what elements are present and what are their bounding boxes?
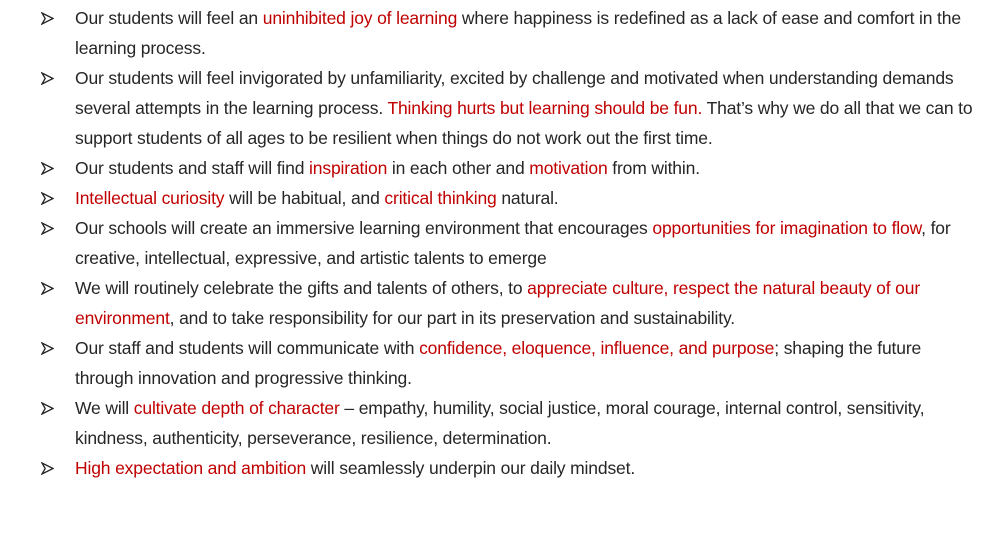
body-text: Our students will feel invigorated by un… — [75, 68, 954, 118]
list-item: Our schools will create an immersive lea… — [0, 213, 977, 273]
highlighted-phrase: inspiration — [309, 158, 388, 178]
body-text: , and to take responsibility for our par… — [169, 308, 735, 328]
highlighted-phrase: High expectation and ambition — [75, 458, 307, 478]
arrow-bullet-icon — [38, 213, 56, 243]
body-text: from within. — [607, 158, 700, 178]
list-item: We will routinely celebrate the gifts an… — [0, 273, 977, 333]
highlighted-phrase: cultivate depth of character — [133, 398, 340, 418]
highlighted-phrase: opportunities for imagination to flow — [652, 218, 922, 238]
list-item: We will cultivate depth of character – e… — [0, 393, 977, 453]
body-text: where happiness is redefined as a lack o… — [75, 8, 961, 58]
body-text: will be habitual, and — [224, 188, 385, 208]
list-item-text: Our students will feel invigorated by un… — [75, 68, 973, 148]
list-item-text: Our students will feel an uninhibited jo… — [75, 8, 961, 58]
highlighted-phrase: appreciate culture, respect the natural … — [75, 278, 920, 328]
arrow-bullet-icon — [38, 333, 56, 363]
list-item-text: Our staff and students will communicate … — [75, 338, 921, 388]
list-item: Our staff and students will communicate … — [0, 333, 977, 393]
body-text: natural. — [496, 188, 559, 208]
body-text: Our students will feel an — [75, 8, 263, 28]
body-text: will seamlessly underpin our daily minds… — [306, 458, 636, 478]
body-text: ; shaping the future through innovation … — [75, 338, 922, 388]
arrow-bullet-icon — [38, 273, 56, 303]
highlighted-phrase: motivation — [529, 158, 608, 178]
highlighted-phrase: uninhibited joy of learning — [262, 8, 458, 28]
list-item-text: Intellectual curiosity will be habitual,… — [75, 188, 559, 208]
list-item-text: Our students and staff will find inspira… — [75, 158, 700, 178]
arrow-bullet-icon — [38, 3, 56, 33]
arrow-bullet-icon — [38, 393, 56, 423]
body-text: We will — [75, 398, 134, 418]
highlighted-phrase: confidence, eloquence, influence, and pu… — [419, 338, 775, 358]
highlighted-phrase: critical thinking — [384, 188, 497, 208]
body-text: We will routinely celebrate the gifts an… — [75, 278, 528, 298]
list-item-text: We will cultivate depth of character – e… — [75, 398, 925, 448]
body-text: , for creative, intellectual, expressive… — [75, 218, 951, 268]
bullet-list: Our students will feel an uninhibited jo… — [0, 3, 977, 483]
body-text: That’s why we do all that we can to supp… — [75, 98, 973, 148]
highlighted-phrase: Thinking hurts but learning should be fu… — [387, 98, 703, 118]
body-text: Our schools will create an immersive lea… — [75, 218, 653, 238]
body-text: Our students and staff will find — [75, 158, 310, 178]
list-item-text: We will routinely celebrate the gifts an… — [75, 278, 920, 328]
arrow-bullet-icon — [38, 183, 56, 213]
list-item-text: Our schools will create an immersive lea… — [75, 218, 951, 268]
body-text: – empathy, humility, social justice, mor… — [75, 398, 925, 448]
arrow-bullet-icon — [38, 153, 56, 183]
body-text: Our staff and students will communicate … — [75, 338, 420, 358]
arrow-bullet-icon — [38, 453, 56, 483]
list-item: Our students and staff will find inspira… — [0, 153, 977, 183]
body-text: in each other and — [387, 158, 530, 178]
highlighted-phrase: Intellectual curiosity — [75, 188, 225, 208]
list-item: Our students will feel invigorated by un… — [0, 63, 977, 153]
list-item: Our students will feel an uninhibited jo… — [0, 3, 977, 63]
list-item: Intellectual curiosity will be habitual,… — [0, 183, 977, 213]
list-item: High expectation and ambition will seaml… — [0, 453, 977, 483]
arrow-bullet-icon — [38, 63, 56, 93]
list-item-text: High expectation and ambition will seaml… — [75, 458, 635, 478]
